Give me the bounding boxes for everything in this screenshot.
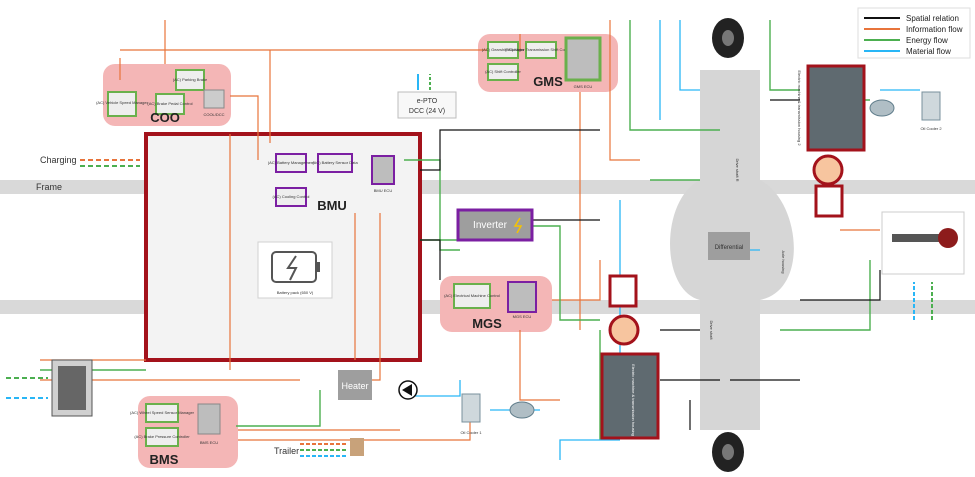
bmu-function-sensor: (AC) Battery Sensor Data <box>312 160 358 165</box>
frame-label: Frame <box>36 182 62 192</box>
battery-pack: Battery pack (650 V) <box>258 242 332 298</box>
coo-label: COO <box>150 110 180 125</box>
coo-function-vehicle-speed: (AC) Vehicle Speed Manager <box>96 100 148 105</box>
bms-function-wheel-speed: (AC) Wheel Speed Sensor Manager <box>130 410 195 415</box>
coo-function-parking-brake: (AC) Parking Brake <box>173 77 208 82</box>
mgs-ecu-label: MGS ECU <box>513 314 532 319</box>
bms-function-brake-pressure: (AC) Brake Pressure Controller <box>134 434 190 439</box>
gms-label: GMS <box>533 74 563 89</box>
drive-shaft-r-label: Drive shaft R <box>735 158 740 181</box>
em-housing-1 <box>602 354 658 438</box>
coo-ecu-label: COOL/DCC <box>203 112 224 117</box>
bms-ecu-label: BMS ECU <box>200 440 218 445</box>
oil-pump-1-icon <box>510 402 534 418</box>
epto-label: e-PTO <box>417 98 438 105</box>
gms-ecu-label: GMS ECU <box>574 84 593 89</box>
oil-cooler-1-icon <box>462 394 480 422</box>
axle-housing-label: Axle housing <box>781 251 786 274</box>
oil-cooler-2-label: Oil Cooler 2 <box>920 126 942 131</box>
differential-label: Differential <box>715 245 744 251</box>
trailer-label: Trailer <box>274 446 299 456</box>
wheel-bottom-hub <box>722 444 734 460</box>
bmu-label: BMU <box>317 198 347 213</box>
gms-function-shift-controller: (AC) Shift Controller <box>485 69 521 74</box>
mgs-function-label: (AC) Electrical Machine Control <box>444 293 500 298</box>
legend-material-flow: Material flow <box>906 47 951 56</box>
oil-cooler-2-icon <box>922 92 940 120</box>
coo-function-brake-pedal: (AC) Brake Pedal Control <box>147 101 192 106</box>
dcc-label: DCC (24 V) <box>409 108 445 115</box>
heater-label: Heater <box>341 381 368 391</box>
drive-shaft-l-label: Drive shaft <box>709 320 714 340</box>
oil-pump-2-icon <box>870 100 894 116</box>
em-housing-2-label: Electric machine & transmission housing … <box>797 70 802 146</box>
em-housing-1-label: Electric machine & transmission housing <box>631 364 636 436</box>
bmu-function-cooling: (AC) Cooling Control <box>273 194 310 199</box>
bmu-function-management: (AC) Battery Management <box>268 160 315 165</box>
legend-energy-flow: Energy flow <box>906 36 948 45</box>
em-housing-2 <box>808 66 864 150</box>
mgs-label: MGS <box>472 316 502 331</box>
rotor-1 <box>610 276 636 306</box>
oil-cooler-1-label: Oil Cooler 1 <box>460 430 482 435</box>
legend-information-flow: Information flow <box>906 25 963 34</box>
stator-1 <box>610 316 638 344</box>
battery-pack-label: Battery pack (650 V) <box>277 290 314 295</box>
bmu-ecu-label: BMU ECU <box>374 188 393 193</box>
mgs-ecu <box>508 282 536 312</box>
cooling-unit-core <box>58 366 86 410</box>
stator-2 <box>814 156 842 184</box>
bms-ecu <box>198 404 220 434</box>
legend: Spatial relation Information flow Energy… <box>858 8 970 58</box>
inverter-label: Inverter <box>473 220 508 231</box>
bms-label: BMS <box>150 452 179 467</box>
axle-assembly-brake-icon <box>938 228 958 248</box>
trailer-connector-icon <box>350 438 364 456</box>
wheel-top-hub <box>722 30 734 46</box>
charging-label: Charging <box>40 155 77 165</box>
rotor-2 <box>816 186 842 216</box>
legend-spatial-relation: Spatial relation <box>906 14 959 23</box>
